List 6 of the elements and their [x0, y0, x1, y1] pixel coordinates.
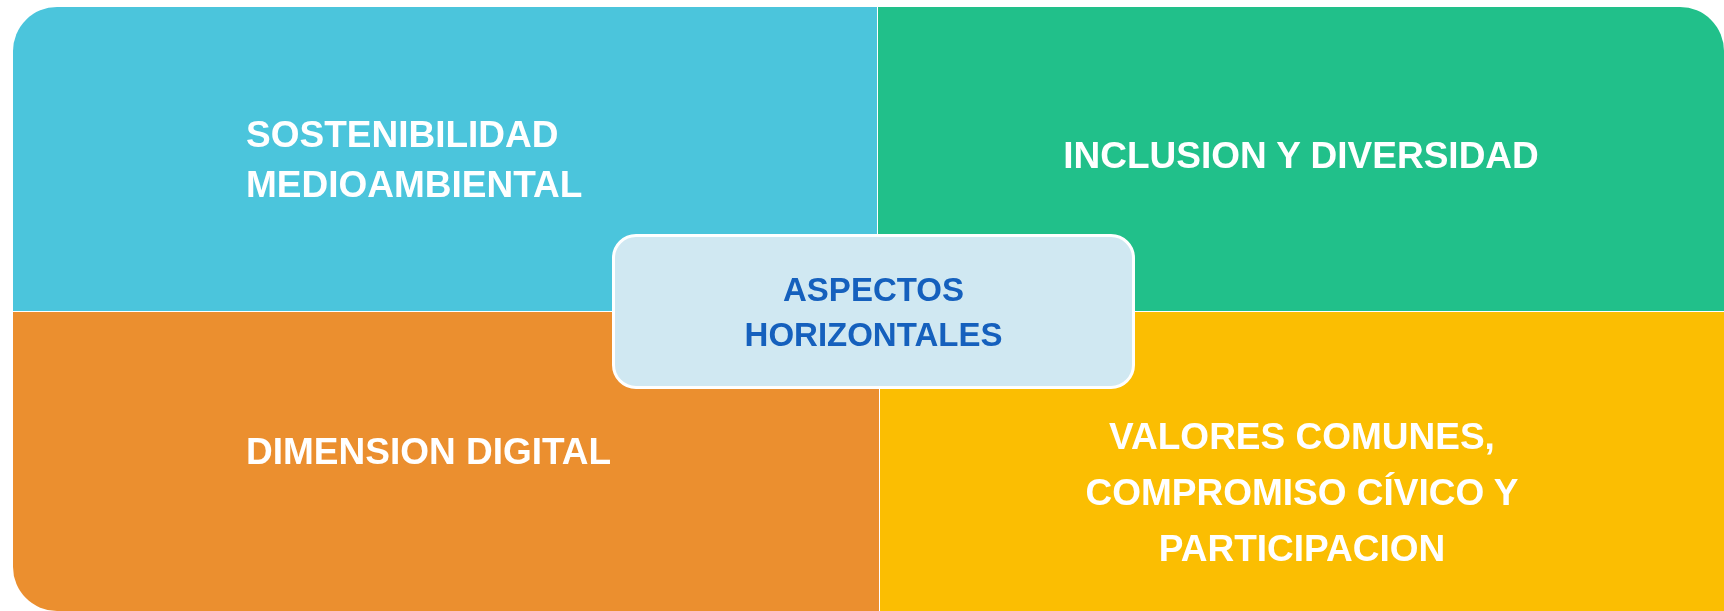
panel-label: ASPECTOS HORIZONTALES: [743, 269, 1004, 355]
panel-label: VALORES COMUNES, COMPROMISO CÍVICO Y PARTICIPACION: [1084, 415, 1520, 571]
panel-label: INCLUSION Y DIVERSIDAD: [1063, 134, 1539, 178]
panel-label: DIMENSION DIGITAL: [246, 430, 612, 474]
panel-label: SOSTENIBILIDAD MEDIOAMBIENTAL: [246, 113, 584, 207]
center-box: [612, 234, 1135, 389]
